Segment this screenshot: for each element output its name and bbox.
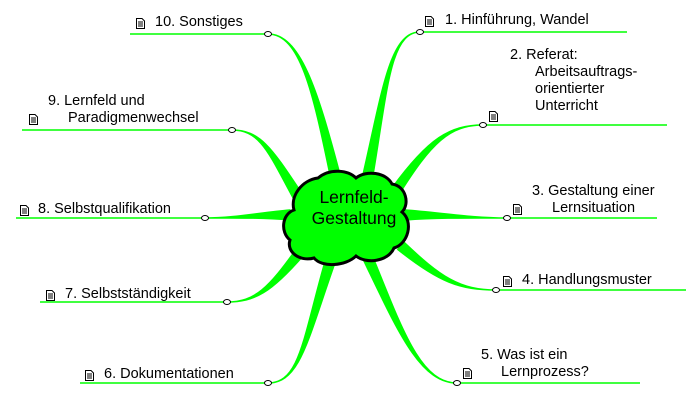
center-topic[interactable]: Lernfeld- Gestaltung [290, 187, 418, 229]
topic-3-line-1: 3. Gestaltung einer [532, 183, 655, 199]
topic-8[interactable]: 8. Selbstqualifikation [38, 201, 171, 218]
topic-10[interactable]: 10. Sonstiges [155, 14, 243, 31]
topic-2-line-2: Arbeitsauftrags- [535, 64, 638, 80]
document-icon[interactable] [463, 368, 472, 379]
document-icon[interactable] [503, 276, 512, 287]
topic-1-text: 1. Hinführung, Wandel [445, 12, 589, 28]
branch-4 [396, 239, 497, 291]
topic-1[interactable]: 1. Hinführung, Wandel [445, 12, 589, 29]
topic-3[interactable]: 3. Gestaltung einer Lernsituation [532, 183, 655, 217]
collapse-handle-7[interactable] [223, 299, 231, 305]
topic-5-line-2: Lernprozess? [501, 364, 589, 380]
topic-4-text: 4. Handlungsmuster [522, 272, 652, 288]
topic-5[interactable]: 5. Was ist ein Lernprozess? [481, 347, 589, 381]
topic-5-line-1: 5. Was ist ein [481, 347, 568, 363]
document-icon[interactable] [20, 205, 29, 216]
document-icon[interactable] [513, 204, 522, 215]
topic-2-line-3: orientierter [535, 81, 605, 97]
topic-9-line-1: 9. Lernfeld und [48, 93, 145, 109]
collapse-handle-10[interactable] [264, 31, 272, 37]
branch-8 [204, 209, 291, 221]
topic-6-text: 6. Dokumentationen [104, 366, 234, 382]
branch-3 [404, 209, 508, 221]
document-icon[interactable] [29, 114, 38, 125]
topic-8-text: 8. Selbstqualifikation [38, 201, 171, 217]
topic-6[interactable]: 6. Dokumentationen [104, 366, 234, 383]
collapse-handle-8[interactable] [201, 215, 209, 221]
topic-2-line-4: Unterricht [535, 98, 598, 114]
topic-3-line-2: Lernsituation [552, 200, 636, 216]
document-icon[interactable] [85, 370, 94, 381]
topic-4[interactable]: 4. Handlungsmuster [522, 272, 652, 289]
collapse-handle-4[interactable] [492, 287, 500, 293]
branch-1 [362, 31, 421, 178]
topic-7-text: 7. Selbstständigkeit [65, 286, 191, 302]
topic-9-line-2: Paradigmenwechsel [68, 110, 199, 126]
collapse-handle-3[interactable] [503, 215, 511, 221]
center-node[interactable] [282, 169, 410, 266]
branch-7 [226, 246, 304, 303]
topic-9[interactable]: 9. Lernfeld und Paradigmenwechsel [48, 93, 199, 127]
branch-2 [391, 124, 484, 198]
collapse-handle-1[interactable] [416, 29, 424, 35]
topic-7[interactable]: 7. Selbstständigkeit [65, 286, 191, 303]
center-line-1: Lernfeld- [319, 187, 389, 207]
collapse-handle-2[interactable] [479, 122, 487, 128]
collapse-handle-6[interactable] [264, 380, 272, 386]
center-line-2: Gestaltung [311, 208, 397, 228]
topic-2[interactable]: 2. Referat: Arbeitsauftrags- orientierte… [510, 47, 637, 115]
document-icon[interactable] [46, 290, 55, 301]
collapse-handle-5[interactable] [453, 380, 461, 386]
branch-10 [267, 33, 341, 179]
document-icon[interactable] [425, 16, 434, 27]
document-icon[interactable] [136, 18, 145, 29]
topic-10-text: 10. Sonstiges [155, 14, 243, 30]
topic-2-line-1: 2. Referat: [510, 47, 578, 63]
document-icon[interactable] [489, 111, 498, 122]
center-cloud[interactable] [282, 169, 410, 266]
collapse-handle-9[interactable] [228, 127, 236, 133]
